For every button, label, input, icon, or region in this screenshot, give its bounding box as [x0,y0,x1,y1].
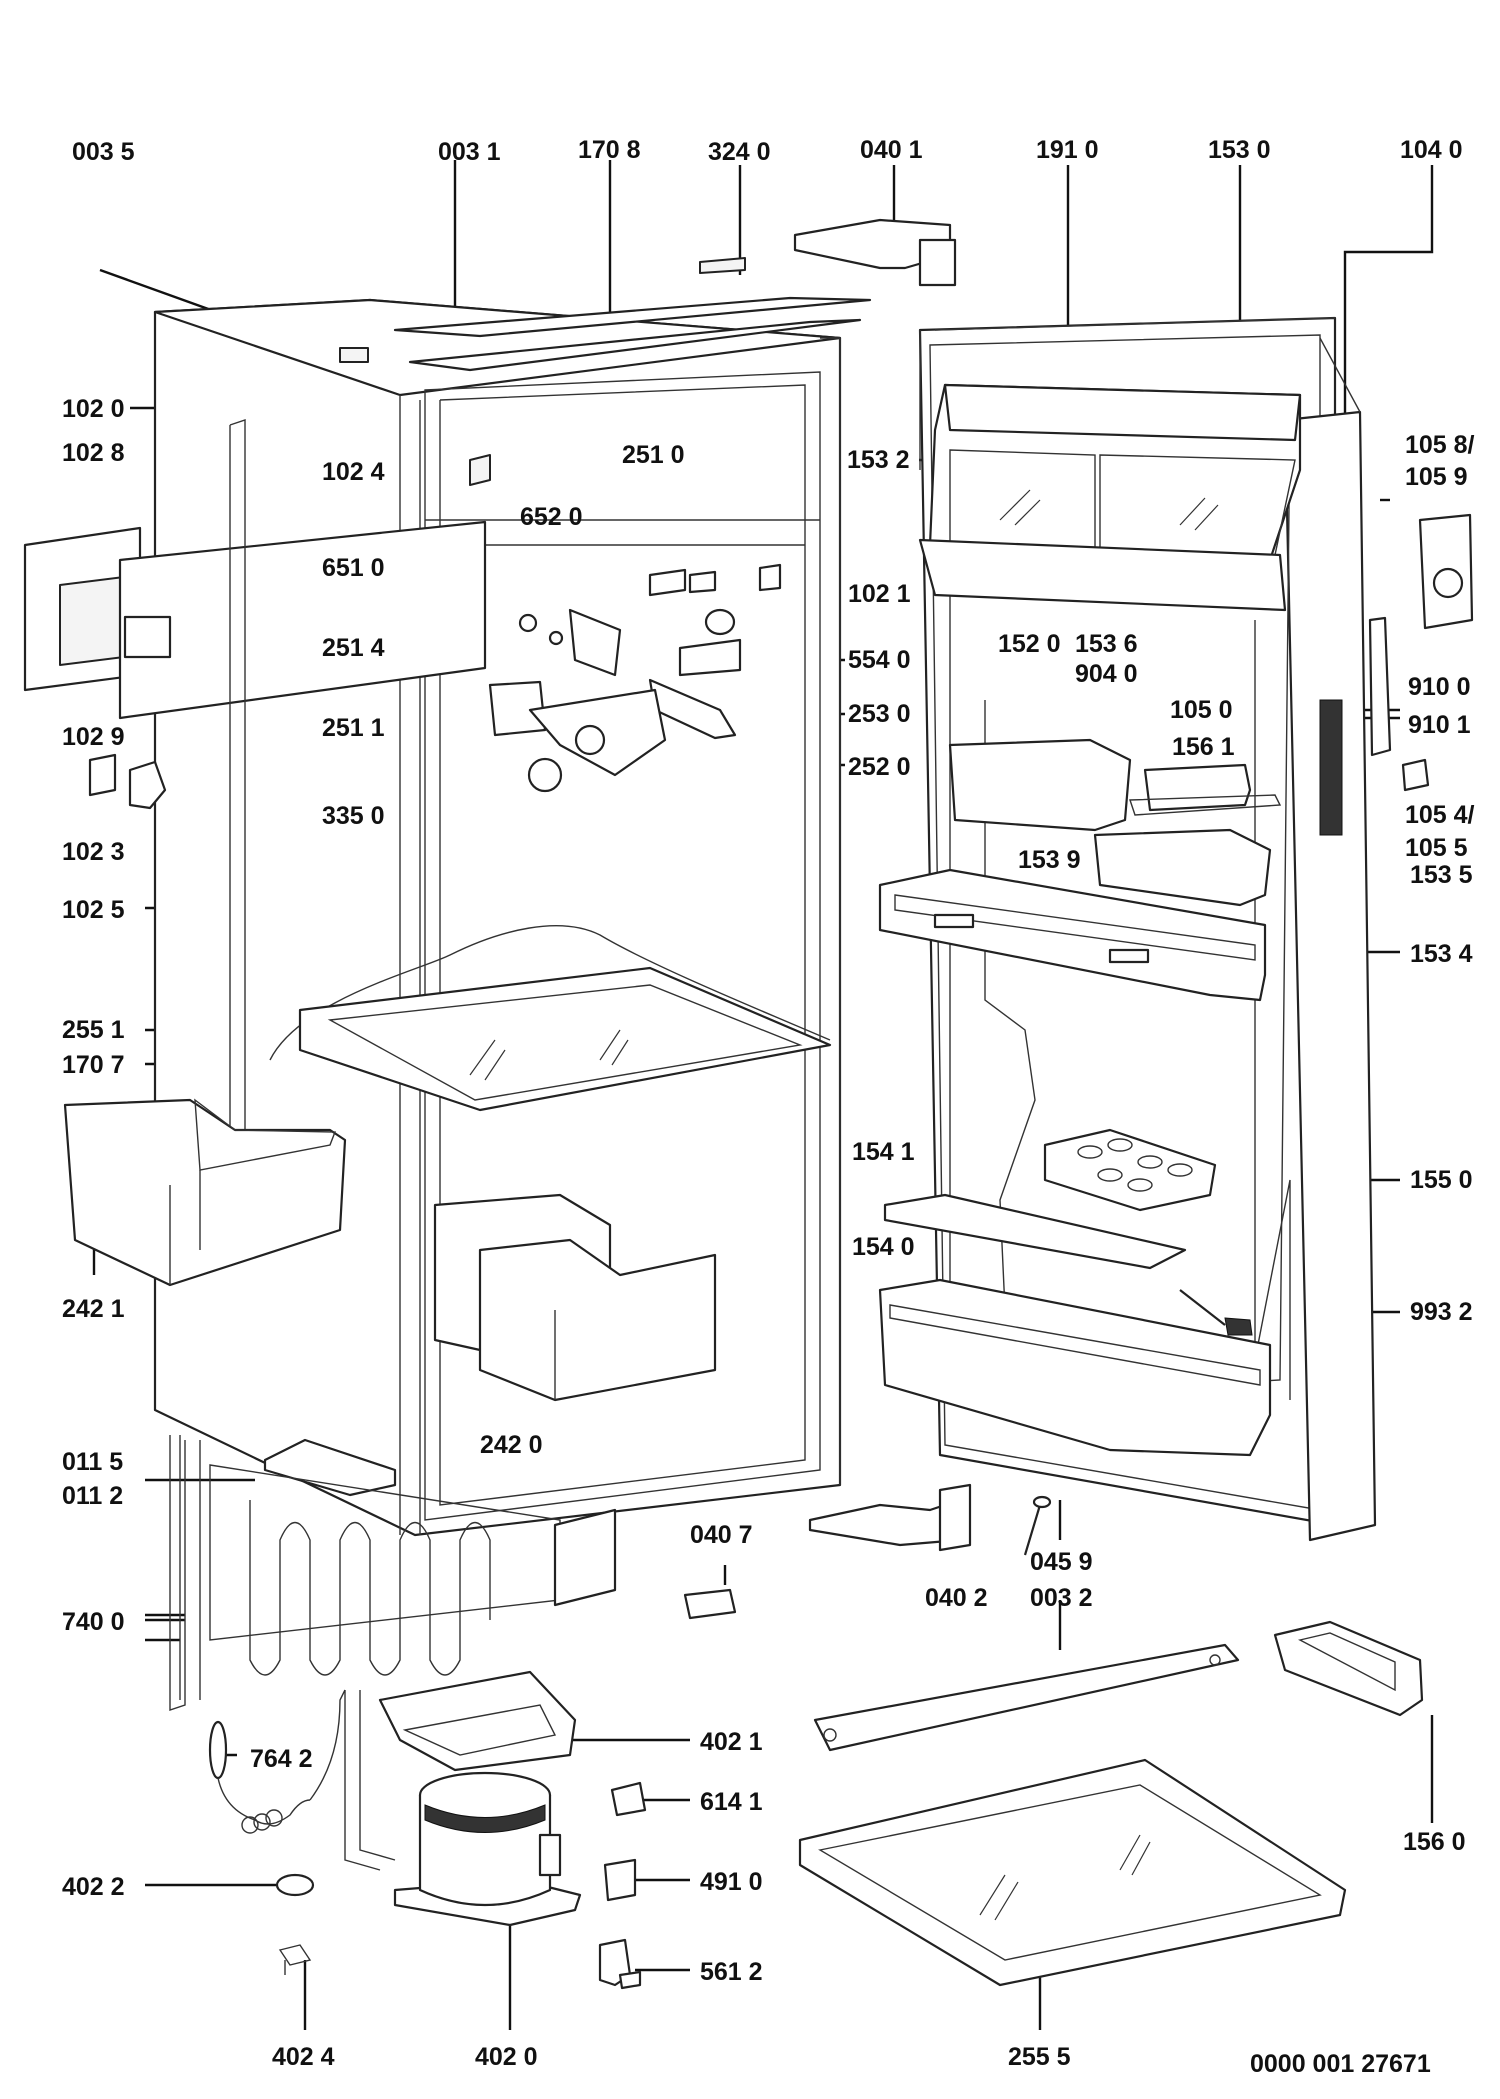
door-rail [883,1193,1187,1270]
label-904-0: 904 0 [1075,660,1138,688]
screw [1023,1495,1052,1556]
label-153-4: 153 4 [1410,940,1473,968]
label-255-5: 255 5 [1008,2043,1071,2071]
label-402-0: 402 0 [475,2043,538,2071]
door-bins-upper [948,738,1282,907]
label-102-0: 102 0 [62,395,125,423]
label-910-0: 910 0 [1408,673,1471,701]
egg-tray [1043,1128,1217,1212]
label-335-0: 335 0 [322,802,385,830]
label-102-3: 102 3 [62,838,125,866]
label-152-0: 152 0 [998,630,1061,658]
label-402-2: 402 2 [62,1873,125,1901]
thermostat-assembly [469,454,782,793]
label-242-0: 242 0 [480,1431,543,1459]
label-102-9: 102 9 [62,723,125,751]
dairy-compartment [918,383,1302,612]
compressor-group [344,1670,582,1927]
label-102-1: 102 1 [848,580,911,608]
label-102-4: 102 4 [322,458,385,486]
ice-tray [1273,1620,1424,1717]
label-154-0: 154 0 [852,1233,915,1261]
label-040-7: 040 7 [690,1521,753,1549]
label-040-1: 040 1 [860,136,923,164]
label-104-0: 104 0 [1400,136,1463,164]
label-102-8: 102 8 [62,439,125,467]
glass-shelf-lower [798,1758,1347,1987]
label-253-0: 253 0 [848,700,911,728]
label-105-8: 105 8/ [1405,431,1475,459]
label-155-0: 155 0 [1410,1166,1473,1194]
label-011-2: 011 2 [62,1482,123,1510]
label-251-1: 251 1 [322,714,385,742]
door-side-parts [1368,513,1474,792]
label-156-1: 156 1 [1172,733,1235,761]
label-153-6: 153 6 [1075,630,1138,658]
label-003-1: 003 1 [438,138,501,166]
bottle-shelf [878,1278,1272,1457]
label-740-0: 740 0 [62,1608,125,1636]
label-252-0: 252 0 [848,753,911,781]
label-561-2: 561 2 [700,1958,763,1986]
door-shelf-153-4 [878,868,1267,1002]
label-105-5: 105 5 [1405,834,1468,862]
left-small-parts [88,419,246,1246]
label-652-0: 652 0 [520,503,583,531]
label-105-4: 105 4/ [1405,801,1475,829]
label-040-2: 040 2 [925,1584,988,1612]
freezer-door [23,520,487,720]
glass-shelf-upper [269,925,832,1112]
label-105-9: 105 9 [1405,463,1468,491]
label-402-4: 402 4 [272,2043,335,2071]
document-id: 0000 001 27671 [1250,2050,1431,2078]
label-251-4: 251 4 [322,634,385,662]
label-651-0: 651 0 [322,554,385,582]
label-170-7: 170 7 [62,1051,125,1079]
label-153-0: 153 0 [1208,136,1271,164]
label-402-1: 402 1 [700,1728,763,1756]
crisper-bin-left [63,1098,347,1287]
label-153-5: 153 5 [1410,861,1473,889]
lower-rail [813,1643,1240,1752]
label-154-1: 154 1 [852,1138,915,1166]
label-614-1: 614 1 [700,1788,763,1816]
crisper-bin-center [433,1193,717,1402]
label-910-1: 910 1 [1408,711,1471,739]
label-491-0: 491 0 [700,1868,763,1896]
bottle-retainer [1179,1289,1253,1336]
condenser-strip [169,1435,186,1711]
label-764-2: 764 2 [250,1745,313,1773]
electrical-parts [275,1781,647,1990]
hinge-top [793,218,957,287]
label-993-2: 993 2 [1410,1298,1473,1326]
label-102-5: 102 5 [62,896,125,924]
label-554-0: 554 0 [848,646,911,674]
label-170-8: 170 8 [578,136,641,164]
cabinet-bottom [179,1435,617,1700]
label-045-9: 045 9 [1030,1548,1093,1576]
door-gasket [919,317,1336,470]
label-324-0: 324 0 [708,138,771,166]
capillary-tube [208,1689,346,1834]
label-255-1: 255 1 [62,1016,125,1044]
label-003-2: 003 2 [1030,1584,1093,1612]
label-003-5: 003 5 [72,138,135,166]
label-153-9: 153 9 [1018,846,1081,874]
hinge-bottom [683,1483,972,1620]
label-153-2: 153 2 [847,446,910,474]
label-105-0: 105 0 [1170,696,1233,724]
top-rails [393,257,872,372]
label-191-0: 191 0 [1036,136,1099,164]
part-labels: 003 5 003 1 170 8 324 0 040 1 191 0 153 … [62,136,1475,2078]
label-251-0: 251 0 [622,441,685,469]
label-011-5: 011 5 [62,1448,123,1476]
label-156-0: 156 0 [1403,1828,1466,1856]
label-242-1: 242 1 [62,1295,125,1323]
